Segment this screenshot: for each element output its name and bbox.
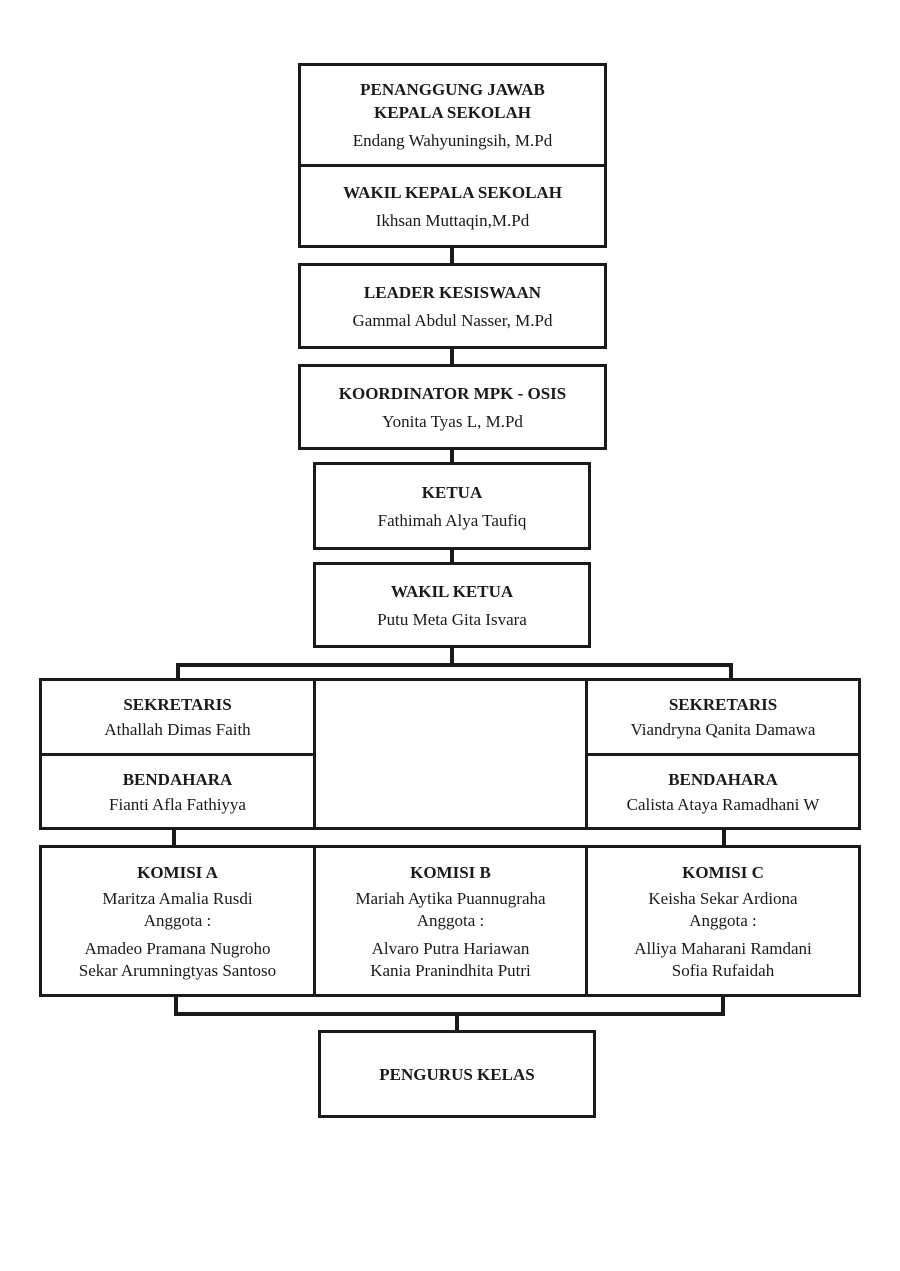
komisi-c-member: Sofia Rufaidah: [671, 960, 775, 980]
box-komisi-a: KOMISI A Maritza Amalia Rusdi Anggota : …: [39, 845, 316, 997]
connector-komisi-bottom-left: [174, 994, 178, 1016]
box-ketua: KETUA Fathimah Alya Taufiq: [313, 462, 591, 550]
wakil-ketua-title: WAKIL KETUA: [390, 581, 514, 601]
komisi-b-title: KOMISI B: [410, 862, 491, 882]
komisi-c-chair: Keisha Sekar Ardiona: [648, 888, 798, 908]
komisi-a-member: Amadeo Pramana Nugroho: [84, 938, 271, 958]
ketua-name: Fathimah Alya Taufiq: [377, 510, 527, 530]
wakil-ketua-name: Putu Meta Gita Isvara: [377, 609, 527, 629]
bendahara-right-name: Calista Ataya Ramadhani W: [626, 794, 820, 814]
connector-wakil-branch: [450, 645, 454, 665]
sekretaris-left-title: SEKRETARIS: [123, 695, 232, 714]
connector-pengurus-kelas: [455, 1012, 459, 1033]
leader-kesiswaan-name: Gammal Abdul Nasser, M.Pd: [352, 310, 553, 330]
connector-branch-right: [729, 663, 733, 681]
box-komisi-c: KOMISI C Keisha Sekar Ardiona Anggota : …: [585, 845, 861, 997]
box-komisi-b: KOMISI B Mariah Aytika Puannugraha Anggo…: [313, 845, 588, 997]
connector-branch-horizontal: [176, 663, 733, 667]
penanggung-jawab-title: PENANGGUNG JAWAB: [360, 80, 545, 99]
box-wakil-kepala-sekolah: WAKIL KEPALA SEKOLAH Ikhsan Muttaqin,M.P…: [298, 164, 607, 248]
connector-koordinator-ketua: [450, 447, 454, 464]
wakil-kepala-sekolah-title: WAKIL KEPALA SEKOLAH: [343, 182, 562, 202]
connector-right-komisi: [722, 827, 726, 848]
box-koordinator: KOORDINATOR MPK - OSIS Yonita Tyas L, M.…: [298, 364, 607, 450]
bendahara-left-title: BENDAHARA: [122, 769, 233, 789]
sekretaris-left-name: Athallah Dimas Faith: [104, 720, 251, 739]
komisi-b-chair: Mariah Aytika Puannugraha: [355, 888, 546, 908]
box-penanggung-jawab: PENANGGUNG JAWAB KEPALA SEKOLAH Endang W…: [298, 63, 607, 167]
connector-branch-left: [176, 663, 180, 681]
connector-ketua-wakil: [450, 547, 454, 564]
connector-komisi-bottom-horizontal: [174, 1012, 725, 1016]
connector-left-komisi: [172, 827, 176, 848]
komisi-c-members-label: Anggota :: [689, 910, 757, 930]
komisi-b-member: Kania Pranindhita Putri: [370, 960, 531, 980]
box-empty-center: [313, 678, 588, 830]
connector-wakasek-leader: [450, 245, 454, 265]
komisi-b-member: Alvaro Putra Hariawan: [371, 938, 530, 958]
leader-kesiswaan-title: LEADER KESISWAAN: [363, 282, 542, 302]
box-sekretaris-left: SEKRETARIS Athallah Dimas Faith: [39, 678, 316, 756]
box-bendahara-left: BENDAHARA Fianti Afla Fathiyya: [39, 753, 316, 830]
ketua-title: KETUA: [421, 482, 483, 502]
komisi-a-member: Sekar Arumningtyas Santoso: [78, 960, 277, 980]
box-leader-kesiswaan: LEADER KESISWAAN Gammal Abdul Nasser, M.…: [298, 263, 607, 349]
bendahara-left-name: Fianti Afla Fathiyya: [109, 794, 246, 814]
komisi-c-title: KOMISI C: [682, 862, 764, 882]
box-sekretaris-right: SEKRETARIS Viandryna Qanita Damawa: [585, 678, 861, 756]
kepala-sekolah-name: Endang Wahyuningsih, M.Pd: [352, 131, 553, 150]
komisi-a-chair: Maritza Amalia Rusdi: [102, 888, 253, 908]
connector-leader-koordinator: [450, 346, 454, 366]
sekretaris-right-title: SEKRETARIS: [668, 695, 778, 714]
kepala-sekolah-title: KEPALA SEKOLAH: [374, 103, 531, 122]
connector-komisi-bottom-right: [721, 994, 725, 1016]
bendahara-right-title: BENDAHARA: [668, 769, 778, 789]
box-pengurus-kelas: PENGURUS KELAS: [318, 1030, 596, 1118]
sekretaris-right-name: Viandryna Qanita Damawa: [630, 720, 816, 739]
pengurus-kelas-title: PENGURUS KELAS: [379, 1064, 535, 1084]
komisi-a-title: KOMISI A: [137, 862, 218, 882]
box-bendahara-right: BENDAHARA Calista Ataya Ramadhani W: [585, 753, 861, 830]
koordinator-title: KOORDINATOR MPK - OSIS: [338, 383, 567, 403]
box-wakil-ketua: WAKIL KETUA Putu Meta Gita Isvara: [313, 562, 591, 648]
komisi-a-members-label: Anggota :: [143, 910, 212, 930]
koordinator-name: Yonita Tyas L, M.Pd: [382, 411, 523, 431]
komisi-b-members-label: Anggota :: [416, 910, 485, 930]
wakil-kepala-sekolah-name: Ikhsan Muttaqin,M.Pd: [375, 210, 530, 230]
komisi-c-member: Alliya Maharani Ramdani: [634, 938, 812, 958]
